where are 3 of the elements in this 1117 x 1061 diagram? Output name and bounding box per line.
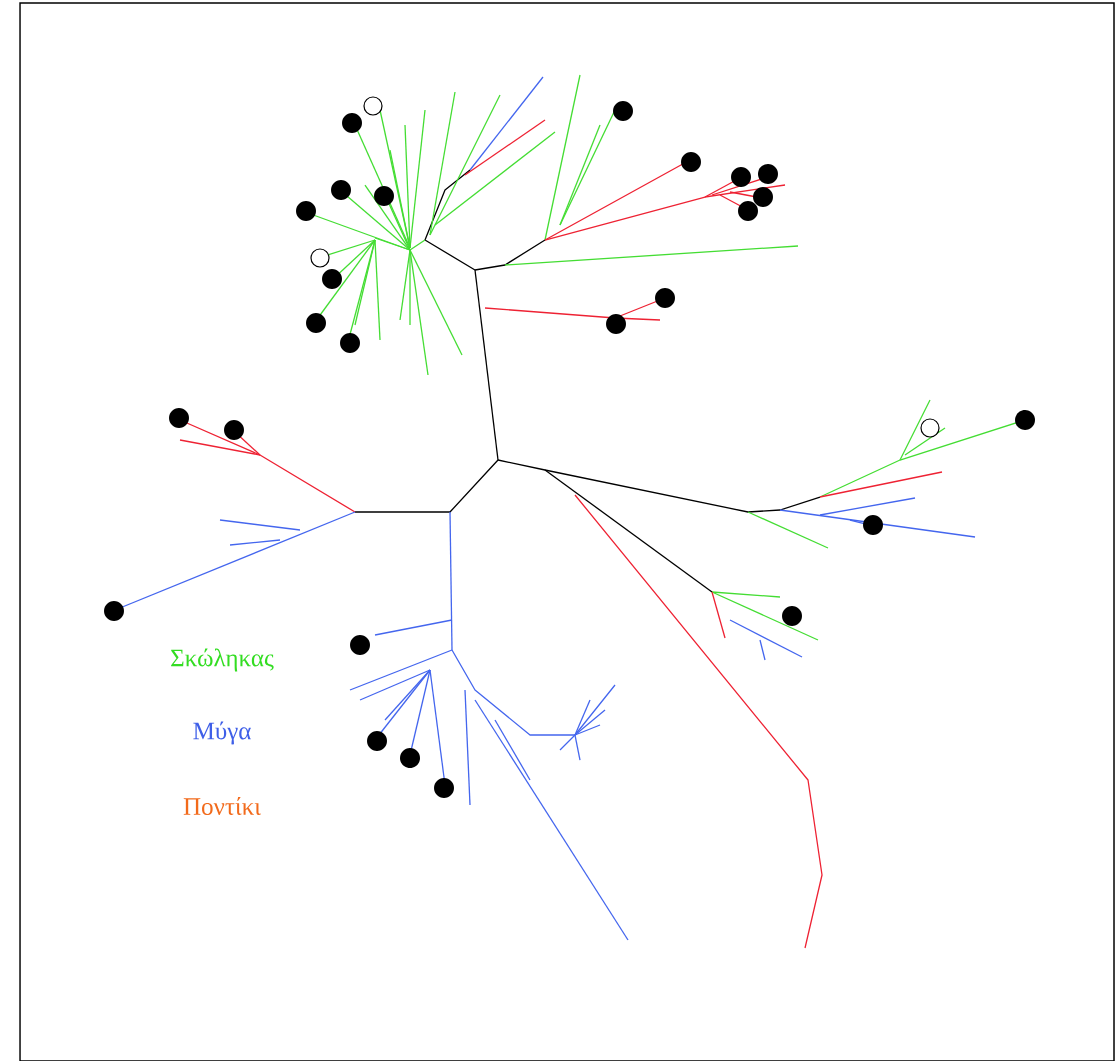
legend-label: Μύγα [193, 721, 251, 745]
legend-label: Ποντίκι [183, 797, 261, 815]
legend-label: Σκώληκας [171, 648, 274, 672]
